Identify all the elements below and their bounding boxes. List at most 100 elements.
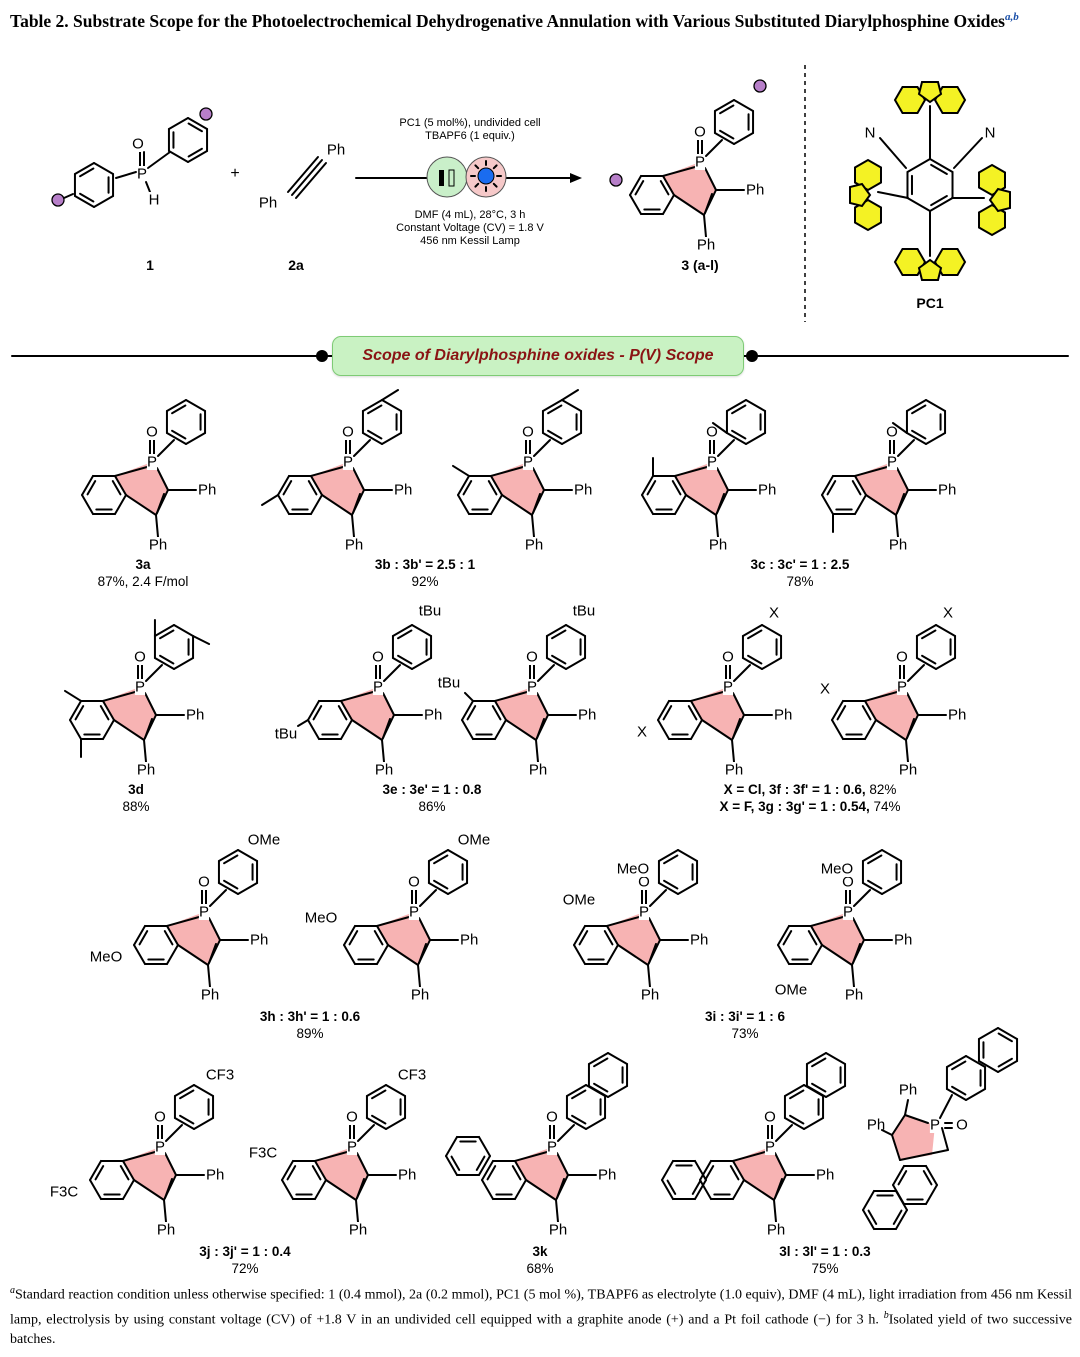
bond-line — [716, 493, 725, 514]
bond-line — [671, 480, 682, 496]
bond-line — [805, 1085, 827, 1098]
bond-line — [997, 1032, 1013, 1043]
bond-line — [337, 705, 348, 721]
label-mask — [348, 1222, 368, 1238]
condition-line-1: PC1 (5 mol%), undivided cell — [399, 117, 541, 129]
bond-line — [881, 1129, 893, 1136]
bond-line — [951, 1060, 967, 1071]
bond-line — [717, 439, 735, 457]
phenyl-group: Ph — [345, 537, 363, 554]
bond-line — [674, 466, 708, 477]
label-mask — [136, 762, 156, 778]
label-mask — [886, 424, 898, 440]
bond-line — [133, 1179, 165, 1201]
bond-line — [704, 193, 713, 214]
bond-line — [925, 1164, 938, 1186]
bond-line — [911, 404, 927, 415]
phenyl-group: Ph — [198, 482, 216, 499]
bond-line — [391, 657, 413, 670]
bond-line — [417, 964, 421, 988]
bond-line — [376, 916, 410, 927]
table-title: Table 2. Substrate Scope for the Photoel… — [10, 10, 1019, 31]
phenyl-group: Ph — [899, 1082, 917, 1099]
bond-line — [607, 1085, 629, 1098]
bond-line — [648, 943, 657, 964]
phosphorus-atom: P — [137, 166, 147, 183]
label-mask — [597, 1167, 616, 1183]
bond-line — [445, 1155, 458, 1177]
bond-line — [789, 1114, 805, 1125]
label-mask — [638, 904, 650, 920]
bond-line — [629, 194, 642, 216]
bond-line — [606, 916, 640, 927]
phenyl-group: Ph — [149, 537, 167, 554]
bond-line — [445, 1135, 458, 1157]
bond-line — [450, 1155, 461, 1171]
bond-line — [783, 1084, 805, 1097]
bond-line — [307, 699, 320, 721]
phenyl-group: Ph — [398, 1167, 416, 1184]
bond-line — [490, 494, 503, 516]
bond-line — [427, 882, 449, 895]
oxygen-atom: O — [842, 874, 854, 891]
bond-line — [891, 422, 908, 434]
bond-line — [94, 1165, 105, 1181]
bond-line — [774, 1178, 783, 1199]
bond-line — [732, 1179, 745, 1201]
label-mask — [146, 424, 158, 440]
methoxy-group: MeO — [617, 861, 650, 878]
bond-line — [935, 624, 957, 637]
oxygen-atom: O — [956, 1117, 968, 1134]
bond-line — [207, 964, 211, 988]
bond-line — [310, 494, 323, 516]
bond-line — [187, 117, 209, 130]
bond-line — [731, 404, 747, 415]
methoxy-group: MeO — [821, 861, 854, 878]
phosphorus-atom: P — [347, 1139, 357, 1156]
bond-line — [122, 1151, 156, 1162]
label-mask — [864, 125, 876, 141]
label-mask — [410, 987, 430, 1003]
bond-line — [773, 1199, 777, 1223]
bond-line — [343, 944, 356, 966]
phenyl-group: Ph — [758, 482, 776, 499]
phosphole-highlight — [315, 1147, 368, 1200]
bond-line — [159, 654, 175, 665]
bond-line — [747, 654, 763, 665]
bond-line — [565, 624, 587, 637]
bond-line — [713, 132, 735, 145]
bond-line — [925, 399, 947, 412]
bond-line — [163, 930, 174, 946]
phenyl-group: Ph — [574, 482, 592, 499]
phenyl-group: Ph — [375, 762, 393, 779]
bond-line — [861, 705, 872, 721]
bond-line — [899, 1149, 949, 1161]
bond-line — [741, 657, 763, 670]
bond-line — [821, 494, 834, 516]
table-footnote: aStandard reaction condition unless othe… — [10, 1285, 1073, 1348]
bond-line — [281, 1179, 294, 1201]
label-mask — [706, 424, 718, 440]
phosphole-highlight — [115, 462, 168, 515]
bond-line — [939, 1094, 953, 1119]
bond-line — [223, 854, 239, 865]
bond-line — [690, 719, 703, 741]
bond-line — [690, 691, 724, 702]
bond-line — [875, 719, 907, 741]
bond-line — [114, 474, 127, 496]
bond-line — [997, 1057, 1013, 1068]
bond-line — [385, 1117, 407, 1130]
bond-line — [953, 137, 983, 169]
bond-line — [662, 194, 675, 216]
bond-line — [494, 699, 507, 721]
label-mask — [460, 832, 488, 848]
label-mask — [842, 904, 854, 920]
oxygen-atom: O — [346, 1109, 358, 1126]
oxygen-atom: O — [706, 424, 718, 441]
phosphole-highlight — [341, 687, 394, 740]
bond-line — [381, 389, 399, 401]
label-mask — [346, 1109, 358, 1125]
label-mask — [132, 136, 144, 152]
tert-butyl-group: tBu — [573, 603, 596, 620]
